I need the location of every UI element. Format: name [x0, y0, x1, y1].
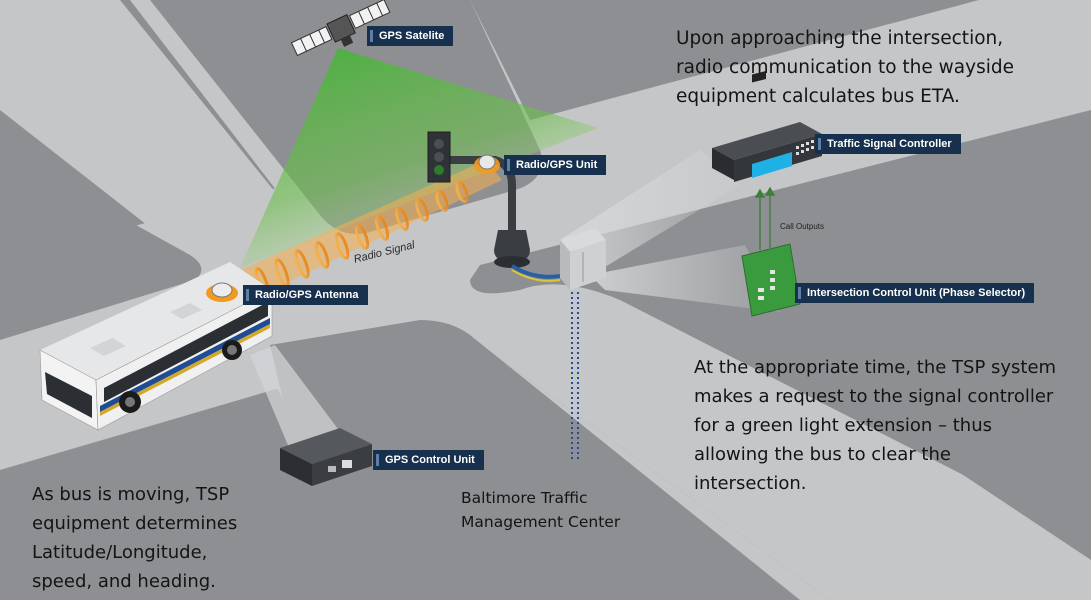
- note-line: Baltimore Traffic: [461, 489, 588, 507]
- note-line: Upon approaching the intersection,: [676, 28, 1004, 49]
- call-outputs-label: Call Outputs: [780, 222, 825, 231]
- note-line: Latitude/Longitude,: [32, 542, 208, 563]
- gps-control-unit-device: [280, 428, 372, 486]
- bus-icon: [39, 262, 273, 431]
- traffic-signal-controller-device: [712, 122, 822, 182]
- note-green-extension: At the appropriate time, the TSP system …: [694, 353, 1056, 498]
- note-line: equipment determines: [32, 513, 238, 534]
- note-approach-eta: Upon approaching the intersection, radio…: [676, 24, 1014, 111]
- radio-gps-antenna-label: Radio/GPS Antenna: [243, 285, 368, 305]
- note-line: speed, and heading.: [32, 571, 216, 592]
- note-line: At the appropriate time, the TSP system: [694, 357, 1057, 378]
- fan-to-gps-control-unit: [250, 345, 350, 450]
- note-bus-moving: As bus is moving, TSP equipment determin…: [32, 480, 237, 596]
- gps-control-unit-label: GPS Control Unit: [373, 450, 484, 470]
- road-right-diagonal: [420, 220, 1091, 600]
- call-outputs-arrows: [754, 186, 776, 250]
- phase-selector-board: [741, 71, 801, 317]
- note-line: intersection.: [694, 473, 807, 494]
- satellite-icon: [290, 0, 391, 57]
- intersection-control-unit-label: Intersection Control Unit (Phase Selecto…: [795, 283, 1035, 303]
- gps-satellite-label: GPS Satelite: [367, 26, 454, 46]
- traffic-signal-controller-label: Traffic Signal Controller: [815, 134, 961, 154]
- note-traffic-management-center: Baltimore Traffic Management Center: [461, 486, 620, 534]
- note-line: radio communication to the wayside: [676, 57, 1014, 78]
- fan-to-phase-selector: [590, 245, 780, 312]
- corner-block-left: [0, 150, 202, 340]
- note-line: allowing the bus to clear the: [694, 444, 951, 465]
- gps-beam: [240, 48, 598, 268]
- note-line: As bus is moving, TSP: [32, 484, 230, 505]
- radio-signal-beam: [236, 160, 502, 300]
- corner-block-right: [470, 110, 1091, 540]
- note-line: Management Center: [461, 513, 621, 531]
- radio-gps-unit-label: Radio/GPS Unit: [504, 155, 607, 175]
- corner-block-bottom: [270, 320, 800, 600]
- note-line: equipment calculates bus ETA.: [676, 86, 960, 107]
- note-line: makes a request to the signal controller: [694, 386, 1054, 407]
- signal-cable: [510, 264, 561, 279]
- controller-cabinet: [560, 228, 606, 290]
- note-line: for a green light extension – thus: [694, 415, 992, 436]
- fiber-link: [571, 292, 579, 462]
